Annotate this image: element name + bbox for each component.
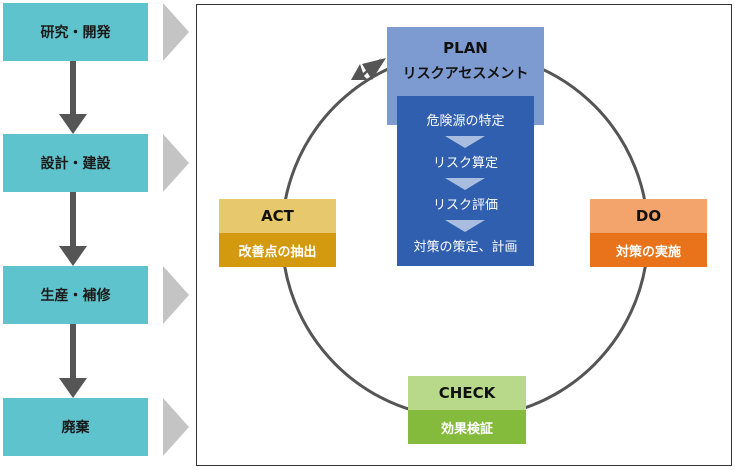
act-box: ACT 改善点の抽出 xyxy=(219,199,336,267)
down-arrow-icon xyxy=(59,61,87,134)
plan-steps-panel: 危険源の特定 リスク算定 リスク評価 対策の策定、計画 xyxy=(397,96,534,266)
do-box: DO 対策の実施 xyxy=(590,199,707,267)
plan-step-countermeasure-planning: 対策の策定、計画 xyxy=(413,240,518,255)
stage-design-construction: 設計・建設 xyxy=(3,134,148,192)
stage-label: 生産・補修 xyxy=(40,288,111,304)
chevron-right-icon xyxy=(163,134,189,192)
chevron-right-icon xyxy=(163,3,189,61)
do-title: DO xyxy=(590,199,707,233)
chevron-right-icon xyxy=(163,398,189,456)
stage-label: 設計・建設 xyxy=(40,156,111,172)
stage-label: 廃棄 xyxy=(61,420,90,436)
step-arrow-icon xyxy=(445,136,485,148)
chevron-right-icon xyxy=(163,266,189,324)
down-arrow-icon xyxy=(59,324,87,398)
check-box: CHECK 効果検証 xyxy=(408,376,526,444)
plan-title: PLAN xyxy=(387,27,544,63)
check-title: CHECK xyxy=(408,376,526,410)
do-subtitle: 対策の実施 xyxy=(590,233,707,267)
plan-step-risk-estimation: リスク算定 xyxy=(432,156,498,171)
stage-disposal: 廃棄 xyxy=(3,398,148,456)
plan-step-hazard-identification: 危険源の特定 xyxy=(426,114,505,129)
step-arrow-icon xyxy=(445,220,485,232)
plan-step-risk-evaluation: リスク評価 xyxy=(432,198,498,213)
step-arrow-icon xyxy=(445,178,485,190)
stage-research-development: 研究・開発 xyxy=(3,3,148,61)
act-title: ACT xyxy=(219,199,336,233)
down-arrow-icon xyxy=(59,192,87,266)
check-subtitle: 効果検証 xyxy=(408,410,526,444)
stage-label: 研究・開発 xyxy=(40,25,111,41)
act-subtitle: 改善点の抽出 xyxy=(219,233,336,267)
pdca-frame xyxy=(196,4,732,466)
stage-production-repair: 生産・補修 xyxy=(3,266,148,324)
